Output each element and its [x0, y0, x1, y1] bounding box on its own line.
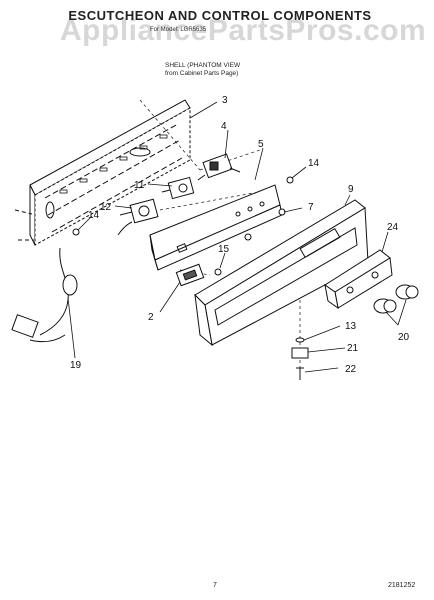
relay-switch [197, 153, 241, 181]
panel-overlay [324, 249, 393, 310]
callout-13: 13 [345, 321, 357, 332]
callout-5: 5 [258, 139, 264, 150]
callout-11: 11 [134, 180, 145, 191]
callout-14-lower: 14 [88, 210, 100, 221]
callout-24: 24 [387, 222, 399, 233]
callout-9: 9 [348, 184, 354, 195]
shell-note-line-1: SHELL (PHANTOM VIEW [165, 62, 241, 69]
callout-22: 22 [345, 364, 357, 375]
control-knob-upper [395, 284, 419, 300]
callout-3: 3 [222, 95, 228, 106]
leader-lines [67, 101, 407, 373]
watermark: AppliancePartsPros.com [60, 14, 427, 47]
console-panel [194, 199, 369, 347]
callout-2: 2 [148, 312, 154, 323]
model-subtitle: For Model: LGR5635 [150, 27, 207, 33]
shell-panel [14, 99, 191, 246]
selector-switch [161, 176, 195, 200]
wire-harness [11, 247, 78, 343]
shell-note: SHELL (PHANTOM VIEW from Cabinet Parts P… [165, 62, 240, 78]
control-knob-lower [373, 298, 397, 314]
callout-7: 7 [308, 202, 314, 213]
page-number: 7 [213, 582, 217, 589]
callout-15: 15 [218, 244, 230, 255]
callout-19: 19 [70, 360, 82, 371]
callout-20: 20 [398, 332, 410, 343]
display-board [175, 263, 205, 287]
callout-4: 4 [221, 121, 227, 132]
document-code: 2181252 [388, 582, 416, 589]
infinite-switch [117, 198, 159, 236]
shell-note-line-2: from Cabinet Parts Page) [165, 70, 239, 77]
control-bracket [149, 184, 283, 271]
callout-21: 21 [347, 343, 359, 354]
callout-14-upper: 14 [308, 158, 320, 169]
callout-numbers: 3 4 5 14 9 7 11 12 14 24 15 2 13 21 20 2… [70, 95, 410, 375]
diagram-title: ESCUTCHEON AND CONTROL COMPONENTS [68, 8, 372, 23]
callout-12: 12 [100, 202, 112, 213]
